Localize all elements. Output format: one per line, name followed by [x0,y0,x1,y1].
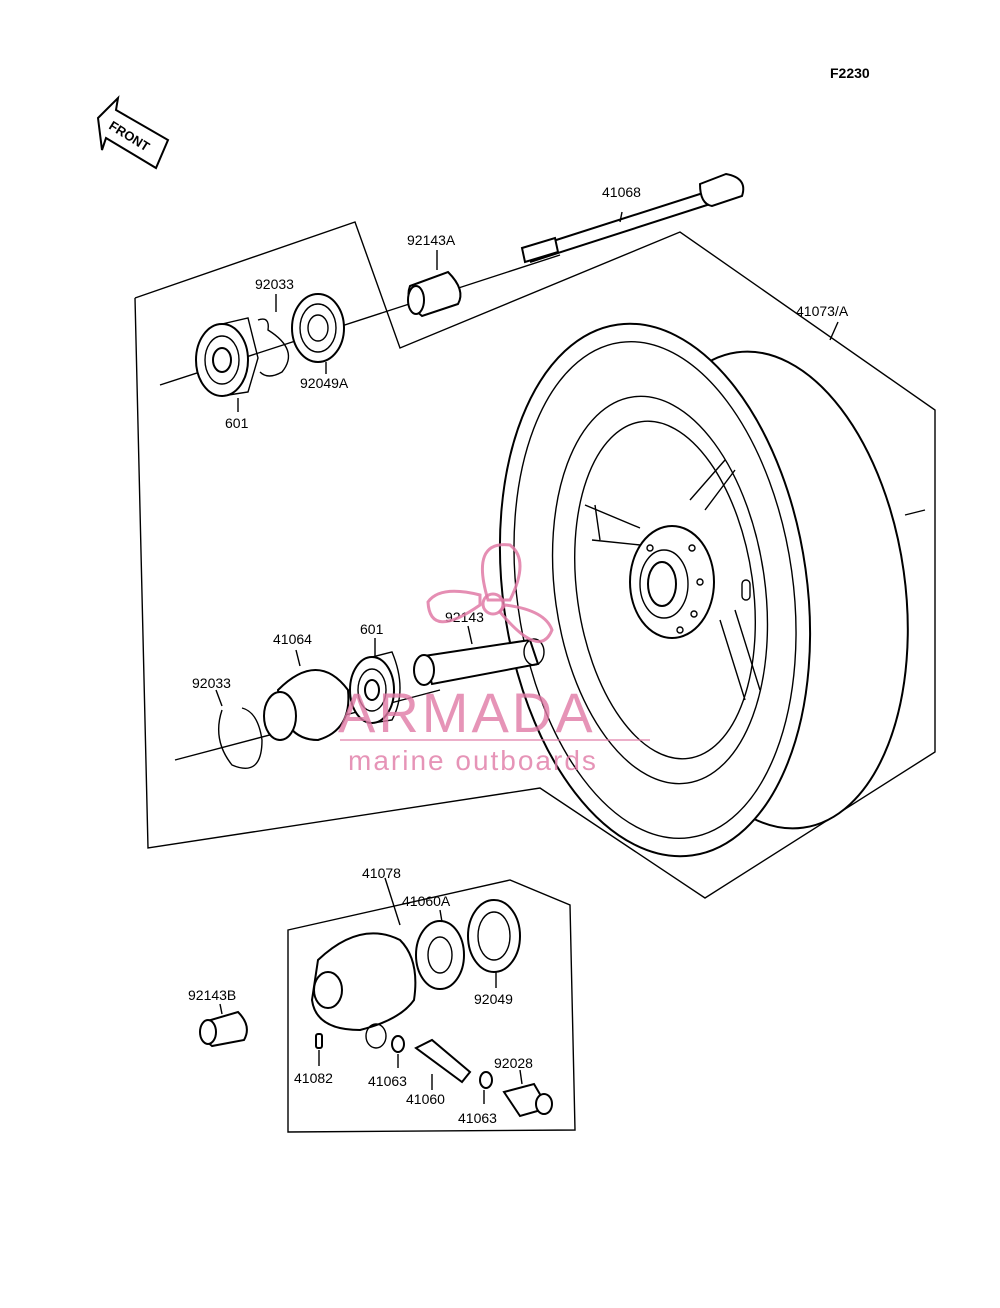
label-bushing: 92028 [494,1055,533,1071]
label-drive-gear: 41060A [402,893,451,909]
label-oil-seal-top: 92049A [300,375,349,391]
label-collar-center: 92143 [445,609,484,625]
armada-watermark: ARMADA marine outboards [338,543,650,776]
label-bearing-top: 601 [225,415,249,431]
label-washer-left: 41063 [368,1073,407,1089]
collar-bottom [199,1003,248,1048]
label-meter-gear-housing: 41078 [362,865,401,881]
watermark-brand: ARMADA [338,681,596,744]
label-coupling: 41064 [273,631,312,647]
circlip-mid [215,689,263,770]
collar-top [407,250,462,318]
figure-code: F2230 [830,65,870,81]
watermark-tagline: marine outboards [348,745,598,776]
label-wheel: 41073/A [796,303,849,319]
pinion [414,1038,472,1090]
meter-gear-housing [310,877,417,1049]
pin [315,1033,323,1066]
label-collar-top: 92143A [407,232,456,248]
bushing [502,1069,553,1118]
circlip-top [257,294,290,377]
bearing-top [195,317,259,412]
wheel [498,321,926,858]
bearing-mid [349,638,401,724]
label-washer-right: 41063 [458,1110,497,1126]
oil-seal-top [291,293,345,374]
drive-gear [415,909,465,990]
collar-center [413,625,545,686]
label-pin: 41082 [294,1070,333,1086]
meter-gear-frame [287,879,576,1133]
washer-left [391,1035,405,1068]
coupling [263,649,350,742]
label-axle: 41068 [602,184,641,200]
assembly-frame [134,221,936,899]
oil-seal-bottom [467,899,521,988]
label-oil-seal-bottom: 92049 [474,991,513,1007]
label-pinion: 41060 [406,1091,445,1107]
label-collar-bottom: 92143B [188,987,236,1003]
axle [520,172,745,264]
label-circlip-mid: 92033 [192,675,231,691]
front-arrow-icon: FRONT [96,95,170,170]
washer-right [479,1071,493,1104]
propeller-logo-icon [426,543,554,644]
label-circlip-top: 92033 [255,276,294,292]
label-bearing-mid: 601 [360,621,384,637]
